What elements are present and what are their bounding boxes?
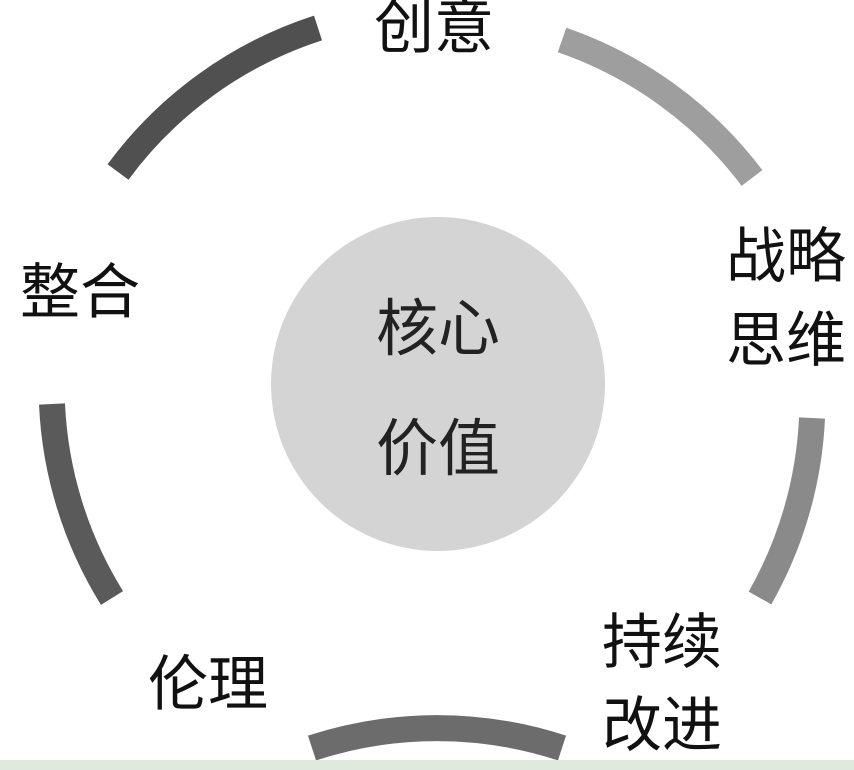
- ring-arc-integration: [107, 15, 323, 180]
- ring-arc-continuous-improvement: [307, 715, 567, 761]
- label-continuous-improvement-line-2: 改进: [602, 691, 722, 761]
- label-ethics: 伦理: [148, 650, 268, 720]
- label-creativity: 创意: [374, 0, 494, 63]
- ring-arc-strategic-thinking: [748, 417, 825, 605]
- center-text-line-1: 核心: [376, 292, 500, 365]
- label-integration: 整合: [20, 258, 140, 328]
- label-strategic-thinking-line-1: 战略: [726, 222, 846, 292]
- center-text-line-2: 价值: [376, 412, 500, 485]
- center-circle: [271, 217, 605, 551]
- label-continuous-improvement-line-1: 持续: [602, 608, 722, 678]
- ring-arc-creativity: [557, 27, 763, 186]
- ring-arc-ethics: [39, 403, 124, 605]
- label-strategic-thinking-line-2: 思维: [726, 306, 846, 376]
- bottom-band: [0, 760, 854, 770]
